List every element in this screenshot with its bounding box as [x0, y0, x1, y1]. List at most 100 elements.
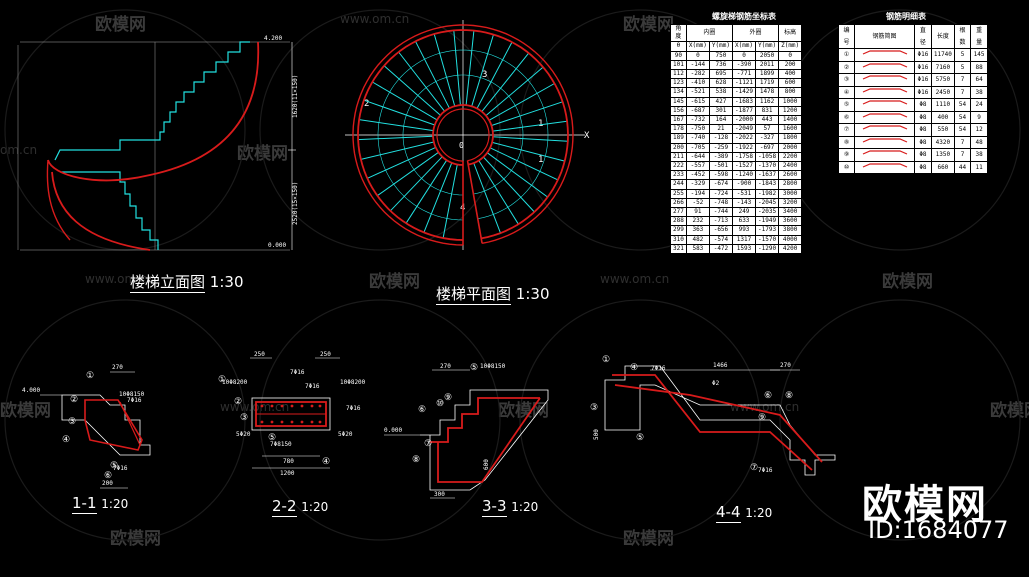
coord-cell: 427 — [708, 96, 733, 107]
section-1-1: 4.000 270 200 7Φ16 10Φ8150 7Φ16 — [22, 364, 151, 489]
rebar-h: 钢筋简图 — [854, 24, 916, 49]
s1-rebar-3: 7Φ16 — [113, 465, 128, 472]
coord-cell: -128 — [708, 133, 733, 144]
coord-cell: -771 — [731, 69, 757, 80]
s3-level: 0.000 — [384, 427, 402, 434]
coord-cell: -644 — [685, 151, 710, 163]
coord-cell: 400 — [778, 69, 803, 80]
rebar-cell: Φ16 — [914, 48, 932, 62]
plan-tread — [489, 147, 559, 181]
rebar-cell: Φ8 — [914, 148, 932, 162]
plan-tread — [383, 65, 441, 116]
coord-sh: Y(mm) — [708, 41, 733, 52]
coord-cell: 1719 — [755, 78, 780, 89]
coord-cell: -732 — [685, 115, 710, 126]
coord-cell: 101 — [670, 59, 687, 71]
coord-cell: 222 — [670, 161, 687, 172]
rebar-cell: ④ — [837, 85, 856, 99]
coord-cell: 1600 — [778, 124, 803, 135]
elev-dim-upper: 1620(11×150) — [292, 75, 299, 118]
coord-cell: 1317 — [731, 234, 757, 245]
s2-rebar-g: 5Φ20 — [338, 431, 353, 438]
coord-cell: -2022 — [731, 133, 757, 144]
coord-cell: -1982 — [755, 188, 780, 199]
coord-cell: -697 — [755, 142, 780, 153]
s2-dim-1200: 1200 — [280, 470, 295, 477]
coord-cell: -390 — [731, 59, 757, 71]
rebar-cell: 9 — [970, 110, 988, 124]
plan-mark-1: 1 — [538, 119, 543, 129]
rebar-cell: 64 — [970, 73, 988, 87]
coord-cell: 134 — [670, 87, 687, 98]
coord-cell: 123 — [670, 78, 687, 89]
watermark-site: www.om.cn — [600, 272, 670, 286]
coord-cell: 3000 — [778, 188, 803, 199]
section-2-scale: 1:20 — [301, 500, 329, 514]
coord-cell: -1637 — [755, 170, 780, 181]
coord-cell: 301 — [708, 105, 733, 117]
coord-sh: θ — [670, 41, 687, 52]
section-3-scale: 1:20 — [511, 500, 539, 514]
plan-axis-x: X — [584, 131, 590, 141]
coord-cell: 299 — [670, 225, 687, 236]
watermark: 欧模网 — [0, 401, 51, 421]
coord-cell: 189 — [670, 133, 687, 144]
rebar-number: ⑦ — [424, 439, 432, 449]
coord-table: 角度 内圈 外圈 标高 θ X(mm) Y(mm) X(mm) Y(mm) Z(… — [670, 23, 803, 255]
watermark: 欧模网 — [95, 15, 146, 35]
rebar-cell: ⑥ — [837, 110, 856, 124]
watermark: 欧模网 — [498, 401, 549, 421]
plan-tread — [476, 41, 513, 109]
rebar-sketch — [854, 98, 916, 112]
rebar-cell: ⑨ — [837, 148, 856, 162]
elev-dim-lower: 2520(15×150) — [292, 182, 299, 225]
rebar-cell: 1350 — [930, 148, 955, 162]
coord-cell: 167 — [670, 115, 687, 126]
section-1-scale: 1:20 — [101, 497, 129, 511]
s3-rebar: 10Φ8150 — [480, 363, 506, 370]
rebar-sketch — [854, 123, 916, 137]
s4-dim-270: 270 — [780, 362, 791, 369]
rebar-cell: Φ16 — [914, 85, 932, 99]
coord-sh: X(mm) — [685, 41, 710, 52]
rebar-cell: 12 — [970, 123, 988, 137]
coord-cell: 1162 — [755, 96, 780, 107]
s4-dim-500: 500 — [593, 429, 600, 440]
coord-h-elev: 标高 — [778, 23, 803, 43]
coord-cell: 2600 — [778, 170, 803, 181]
coord-cell: -1527 — [731, 161, 757, 172]
rebar-number: ⑧ — [412, 455, 420, 465]
coord-cell: -452 — [685, 170, 710, 181]
s2-rebar-a: 7Φ16 — [290, 369, 305, 376]
coord-cell: -724 — [708, 188, 733, 199]
plan-arc — [377, 49, 549, 221]
coord-cell: -748 — [708, 197, 733, 209]
coord-cell: -615 — [685, 96, 710, 107]
elevation-scale: 1:30 — [209, 273, 244, 291]
rebar-number: ⑨ — [758, 413, 766, 423]
plan-tread — [442, 164, 458, 239]
coord-cell: -1922 — [731, 142, 757, 153]
section-4-title: 4-4 1:20 — [716, 503, 772, 523]
plan-arc — [432, 104, 494, 166]
plan-tread — [415, 41, 450, 109]
coord-cell: 633 — [731, 216, 757, 227]
coord-cell: 3800 — [778, 225, 803, 236]
plan-tread — [485, 66, 544, 116]
coord-cell: -2035 — [755, 207, 780, 218]
plan-arc — [402, 74, 524, 196]
coord-cell: -750 — [685, 124, 710, 135]
section-4-4: 1466 270 500 7Φ16 Φ2 7Φ16 — [593, 362, 836, 476]
coord-cell: -1758 — [731, 151, 757, 163]
plan-tread — [423, 162, 453, 233]
coord-h-inner: 内圈 — [685, 23, 733, 43]
